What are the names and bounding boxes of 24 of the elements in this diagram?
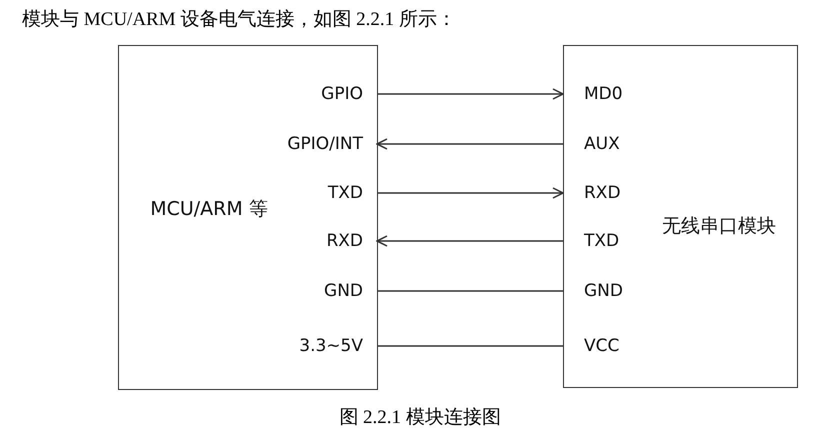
signal-arrow	[377, 88, 564, 100]
signal-arrow	[377, 187, 564, 199]
pin-label: MD0	[564, 83, 623, 105]
pin-label: VCC	[564, 335, 620, 357]
pin-label: GND	[324, 280, 377, 302]
pin-label: RXD	[564, 182, 621, 204]
signal-line	[377, 290, 563, 292]
heading-text: 模块与 MCU/ARM 设备电气连接，如图 2.2.1 所示：	[22, 8, 456, 32]
pin-label: GPIO/INT	[287, 133, 377, 155]
module-box	[563, 45, 798, 388]
pin-label: GND	[564, 280, 623, 302]
pin-label: TXD	[564, 230, 620, 252]
module-label: MCU/ARM 等	[149, 197, 269, 222]
figure-caption: 图 2.2.1 模块连接图	[339, 406, 501, 430]
module-label: 无线串口模块	[661, 214, 777, 239]
signal-arrow	[376, 235, 563, 247]
signal-arrow	[376, 138, 563, 150]
module-box	[118, 45, 378, 390]
pin-label: RXD	[326, 230, 377, 252]
pin-label: 3.3~5V	[299, 335, 377, 357]
pin-label: GPIO	[321, 83, 377, 105]
pin-label: TXD	[328, 182, 377, 204]
pin-label: AUX	[564, 133, 620, 155]
signal-line	[377, 345, 563, 347]
